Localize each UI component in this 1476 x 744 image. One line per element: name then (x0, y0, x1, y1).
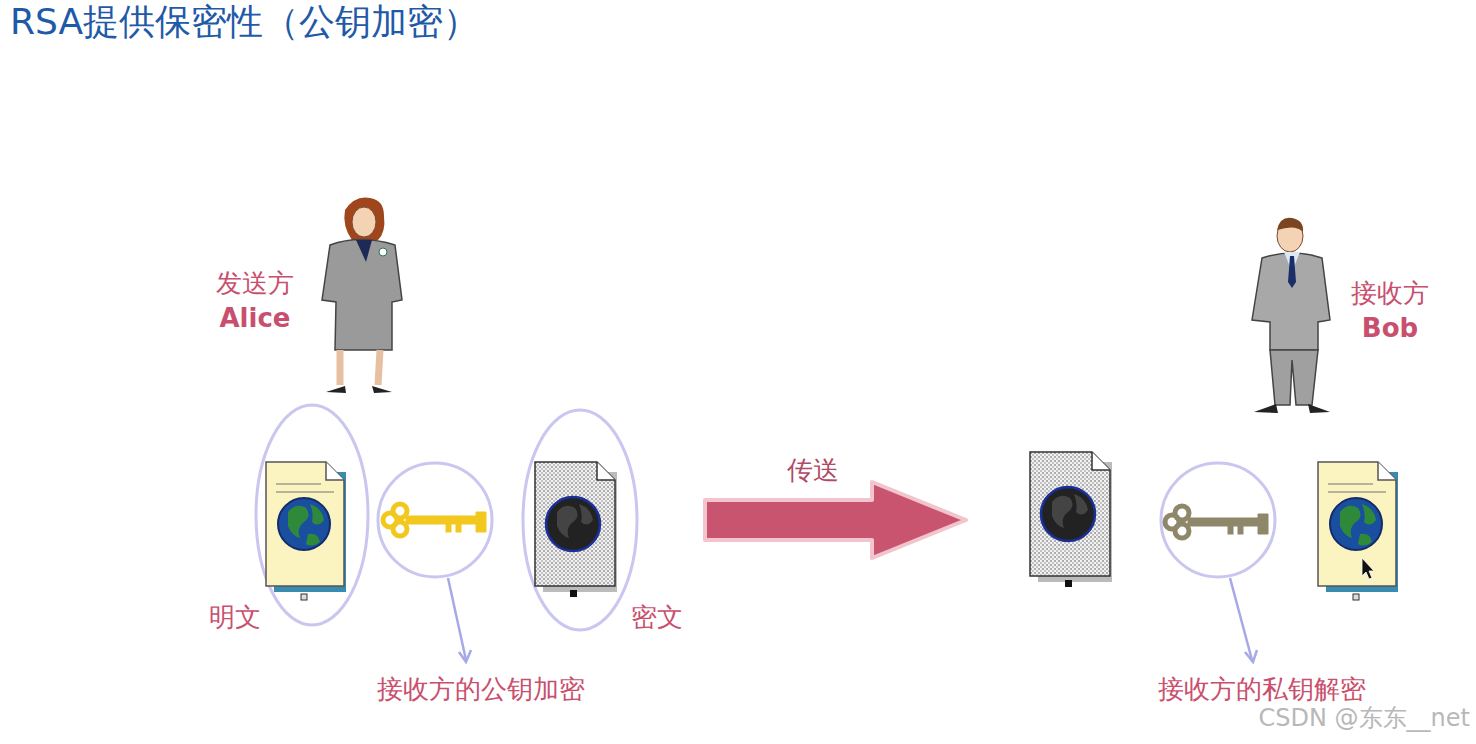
doc-label: 明文 (209, 603, 261, 633)
plaintext-doc (1318, 462, 1398, 600)
private-key (1165, 506, 1268, 538)
key-caption: 接收方的私钥解密 (1158, 675, 1366, 705)
mouse-cursor (1362, 558, 1374, 579)
alice-figure (322, 198, 402, 394)
role-label: 发送方 (216, 269, 294, 299)
arrow-label: 传送 (787, 456, 839, 486)
key-caption: 接收方的公钥加密 (377, 675, 585, 705)
transfer-arrow (705, 482, 966, 558)
key-ring (1161, 463, 1275, 577)
plaintext-doc (266, 462, 346, 600)
doc-label: 密文 (631, 603, 683, 633)
person-name: Alice (220, 304, 291, 334)
key-ring (378, 463, 492, 577)
ciphertext-doc (1030, 452, 1112, 587)
watermark: CSDN @东东__net (1259, 705, 1470, 733)
plaintext-ring (256, 405, 368, 625)
ciphertext-doc (535, 462, 617, 597)
person-name: Bob (1362, 314, 1418, 344)
role-label: 接收方 (1351, 279, 1429, 309)
public-key (383, 504, 486, 536)
slide-title: RSA提供保密性（公钥加密） (10, 1, 479, 42)
bob-figure (1252, 218, 1330, 413)
ciphertext-ring (523, 410, 637, 630)
